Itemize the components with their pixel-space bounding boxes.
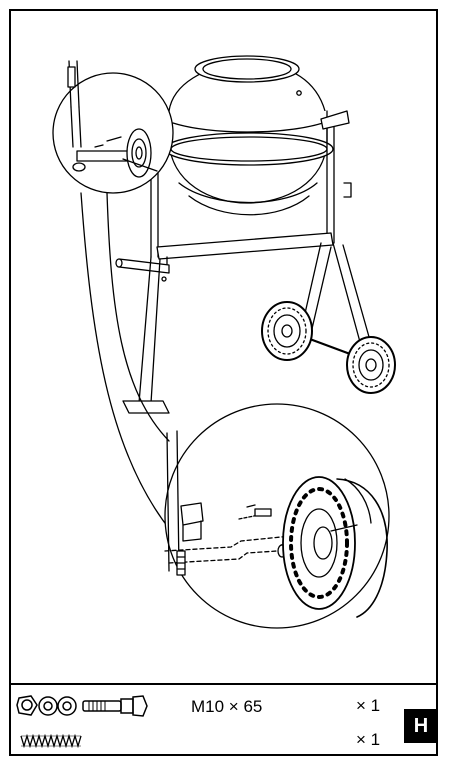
spring-quantity: × 1 xyxy=(356,730,381,749)
spring-icon xyxy=(20,734,82,748)
step-badge: H xyxy=(404,709,438,743)
nut-and-washers-icon xyxy=(16,695,77,716)
cement-mixer-assembly-illustration xyxy=(52,55,396,629)
detail-circle-bottom xyxy=(164,403,390,629)
bolt-spec-label: M10 × 65 xyxy=(191,697,263,716)
instruction-panel: M10 × 65 × 1 × 1 H xyxy=(9,9,438,756)
left-wheel xyxy=(261,301,313,361)
mixer-drum xyxy=(164,55,334,216)
parts-list-bar: M10 × 65 × 1 × 1 H xyxy=(11,683,438,754)
detail-circle-top xyxy=(52,60,174,194)
bolt-icon xyxy=(82,695,148,717)
right-wheel xyxy=(346,336,396,394)
bolt-quantity: × 1 xyxy=(356,696,381,715)
